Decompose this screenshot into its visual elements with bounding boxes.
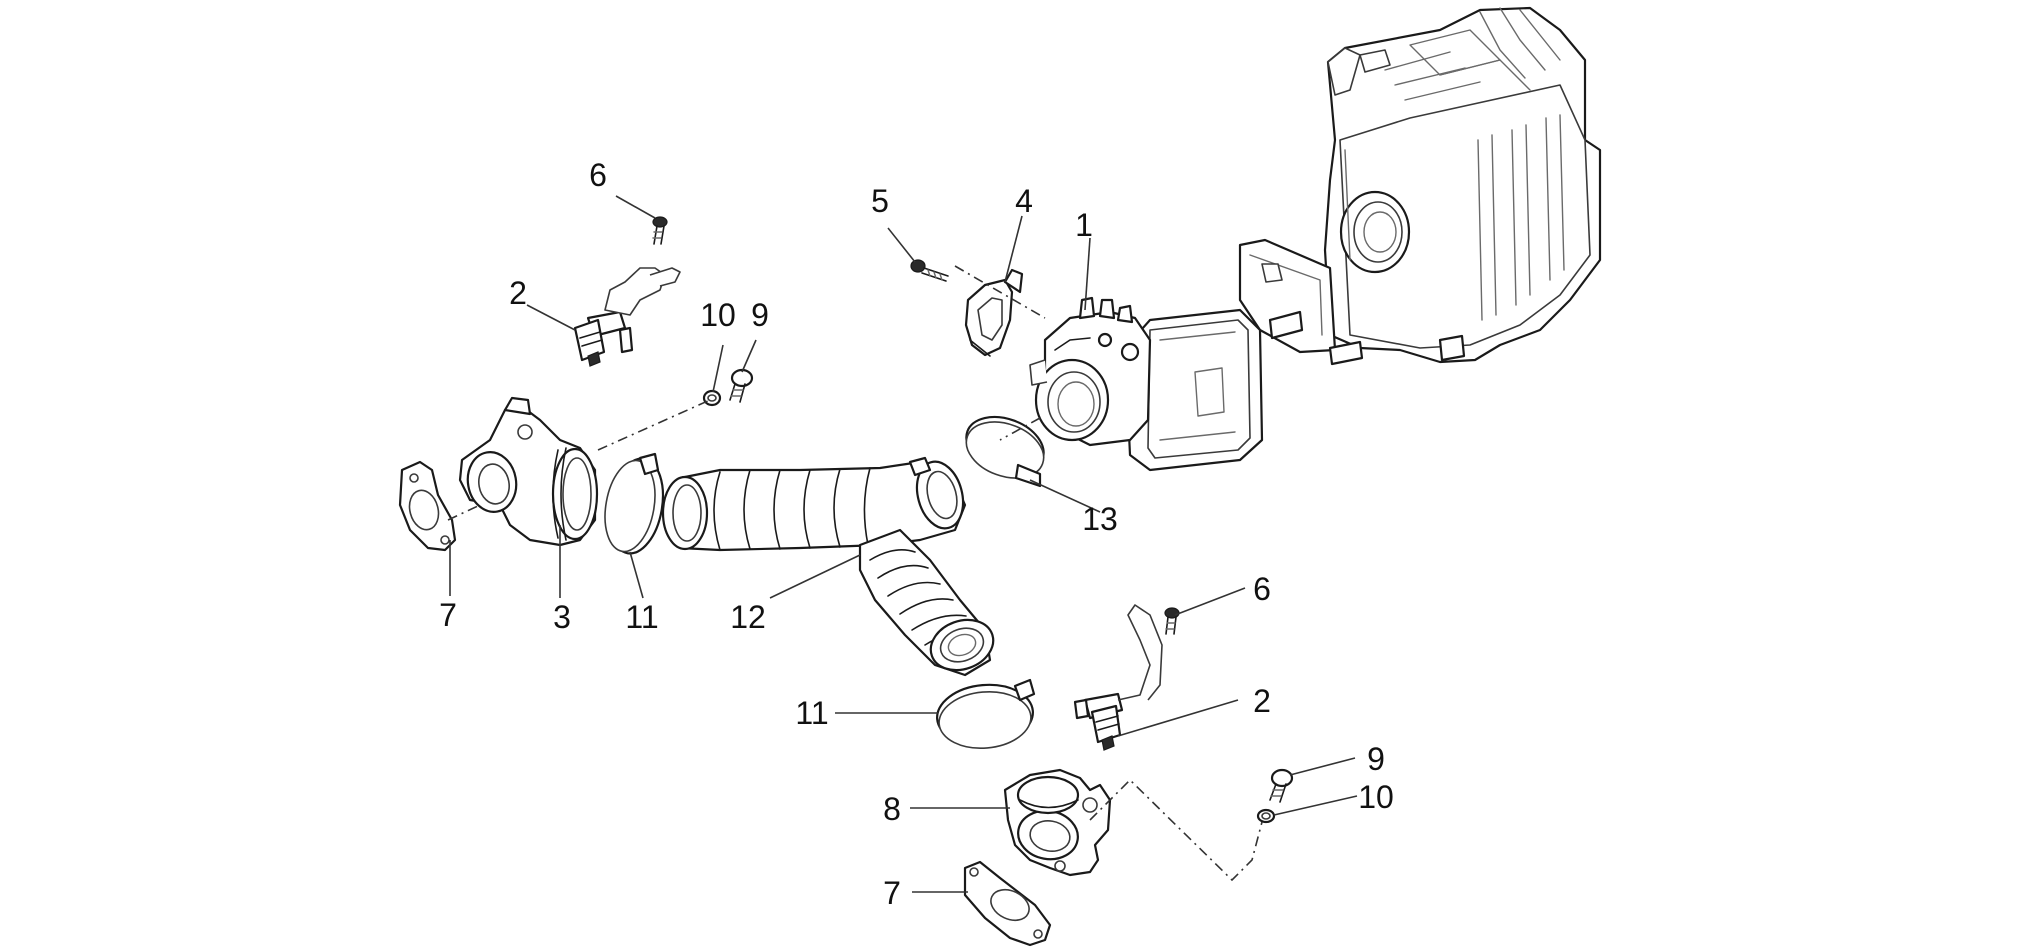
callout-washer-lower: 10 [1358, 779, 1394, 815]
callout-hose-clamp-left: 11 [625, 599, 658, 635]
manifold-screw-upper [729, 368, 754, 403]
bracket-screw [910, 259, 949, 282]
intake-manifold-upper [458, 396, 599, 547]
callout-intake-manifold-upper: 3 [553, 599, 571, 635]
callout-injector-lower: 2 [1253, 683, 1271, 719]
gasket-lower [963, 860, 1052, 947]
callout-bracket-screw: 5 [871, 183, 889, 219]
callout-throttle-body: 1 [1075, 207, 1093, 243]
callout-injector-screw-upper: 6 [589, 157, 607, 193]
callout-injector-screw-lower: 6 [1253, 571, 1271, 607]
washer-lower [1256, 808, 1276, 824]
injector-screw-upper [652, 216, 668, 245]
callout-injector-upper: 2 [509, 275, 527, 311]
injector-screw-lower [1164, 607, 1180, 635]
callout-manifold-screw-upper: 9 [751, 297, 769, 333]
manifold-screw-lower [1269, 768, 1294, 803]
gasket-upper [398, 460, 457, 552]
intake-manifold-lower [1003, 768, 1112, 877]
y-intake-hose [661, 456, 995, 677]
callout-hose-clamp-throttle: 13 [1082, 501, 1118, 537]
callout-labels: 1 4 5 6 2 10 9 13 7 3 11 12 6 2 11 9 10 … [439, 157, 1394, 911]
callout-gasket-upper: 7 [439, 597, 457, 633]
hose-clamp-left [604, 452, 665, 555]
callout-y-intake-hose: 12 [730, 599, 766, 635]
injector-lower [1073, 604, 1163, 751]
washer-upper [702, 389, 722, 407]
injector-upper [573, 267, 681, 367]
callout-intake-manifold-lower: 8 [883, 791, 901, 827]
hose-clamp-lower [936, 678, 1036, 749]
alignment-lines [447, 265, 1263, 882]
callout-hose-clamp-lower: 11 [795, 695, 828, 731]
throttle-hose-clamp [965, 415, 1045, 488]
callout-washer-upper: 10 [700, 297, 736, 333]
callout-manifold-screw-lower: 9 [1367, 741, 1385, 777]
throttle-bracket [964, 268, 1024, 357]
throttle-body [1029, 296, 1264, 472]
callout-gasket-lower: 7 [883, 875, 901, 911]
air-filter-box [1238, 6, 1602, 366]
callout-throttle-bracket: 4 [1015, 183, 1033, 219]
leader-lines [449, 195, 1358, 893]
